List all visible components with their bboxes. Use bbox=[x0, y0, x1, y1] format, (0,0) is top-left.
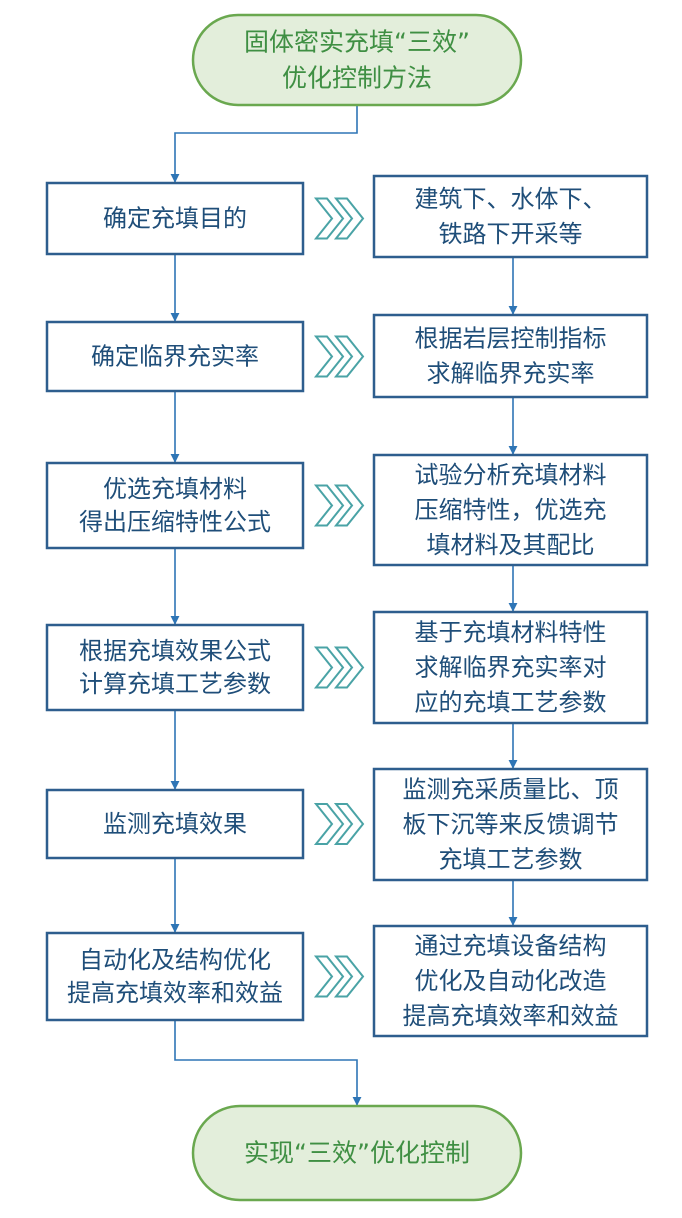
step-box-shape bbox=[45, 788, 305, 860]
step-box-shape bbox=[372, 313, 649, 399]
step-right-text: 建筑下、水体下、 bbox=[415, 185, 607, 213]
step-box-shape bbox=[45, 181, 305, 256]
step-left-text: 监测充填效果 bbox=[103, 810, 247, 838]
step-right-text: 铁路下开采等 bbox=[439, 220, 583, 248]
double-chevron-icon bbox=[313, 955, 365, 998]
step-1-right-box: 建筑下、水体下、铁路下开采等 bbox=[372, 174, 649, 259]
step-right-text: 填材料及其配比 bbox=[427, 531, 595, 559]
step-box-shape bbox=[372, 767, 649, 882]
step-right-text: 监测充采质量比、顶 bbox=[403, 776, 619, 804]
chevron-shape bbox=[333, 803, 365, 845]
double-chevron-icon bbox=[313, 646, 365, 689]
step-box-shape bbox=[372, 174, 649, 259]
step-left-text: 得出压缩特性公式 bbox=[79, 508, 271, 536]
double-chevron-icon bbox=[313, 803, 365, 845]
step-box-shape bbox=[45, 461, 305, 550]
double-chevron-icon bbox=[313, 197, 365, 240]
start-node-text: 固体密实充填“三效” bbox=[244, 28, 470, 57]
step-left-text: 计算充填工艺参数 bbox=[79, 670, 271, 698]
end-node-text: 实现“三效”优化控制 bbox=[244, 1139, 470, 1168]
step-right-text: 求解临界充实率对 bbox=[415, 654, 607, 682]
last-to-end-arrow bbox=[174, 1020, 362, 1106]
double-chevron-icon bbox=[313, 335, 365, 378]
step-right-text: 板下沉等来反馈调节 bbox=[403, 811, 619, 839]
step-left-text: 提高充填效率和效益 bbox=[67, 979, 283, 1007]
step-right-text: 应的充填工艺参数 bbox=[415, 689, 607, 717]
step-box-shape bbox=[45, 931, 305, 1022]
step-left-text: 自动化及结构优化 bbox=[79, 946, 271, 974]
step-left-text: 确定临界充实率 bbox=[91, 343, 259, 371]
step-right-text: 充填工艺参数 bbox=[439, 846, 583, 874]
start-node-text: 优化控制方法 bbox=[282, 64, 432, 93]
step-box-shape bbox=[372, 453, 649, 567]
step-box-shape bbox=[372, 924, 649, 1038]
step-right-text: 试验分析充填材料 bbox=[415, 461, 607, 489]
chevron-shape bbox=[333, 955, 365, 998]
step-left-text: 确定充填目的 bbox=[103, 205, 247, 233]
step-right-text: 优化及自动化改造 bbox=[415, 967, 607, 995]
chevron-shape bbox=[313, 335, 345, 378]
step-right-text: 提高充填效率和效益 bbox=[403, 1002, 619, 1030]
step-box-shape bbox=[372, 610, 649, 725]
step-right-text: 根据岩层控制指标 bbox=[415, 325, 607, 353]
chevron-shape bbox=[333, 484, 365, 527]
step-box-shape bbox=[45, 320, 305, 393]
chevron-shape bbox=[333, 646, 365, 689]
step-right-text: 求解临界充实率 bbox=[427, 360, 595, 388]
chevron-shape bbox=[313, 484, 345, 527]
step-2-left-box: 确定临界充实率 bbox=[45, 320, 305, 393]
chevron-shape bbox=[313, 646, 345, 689]
chevron-shape bbox=[313, 803, 345, 845]
double-chevron-icon bbox=[313, 484, 365, 527]
step-5-left-box: 监测充填效果 bbox=[45, 788, 305, 860]
start-to-first-arrow bbox=[170, 105, 358, 183]
end-node: 实现“三效”优化控制 bbox=[191, 1104, 523, 1202]
chevron-shape bbox=[333, 197, 365, 240]
chevron-shape bbox=[313, 197, 345, 240]
step-left-text: 优选充填材料 bbox=[103, 475, 247, 503]
step-right-text: 基于充填材料特性 bbox=[415, 619, 607, 647]
step-box-shape bbox=[45, 623, 305, 712]
step-right-text: 通过充填设备结构 bbox=[415, 932, 607, 960]
start-terminal-shape bbox=[191, 13, 523, 107]
chevron-shape bbox=[333, 335, 365, 378]
step-1-left-box: 确定充填目的 bbox=[45, 181, 305, 256]
connectors bbox=[170, 105, 518, 1106]
chevron-shape bbox=[313, 955, 345, 998]
start-node: 固体密实充填“三效” 优化控制方法 bbox=[191, 13, 523, 107]
end-terminal-shape bbox=[191, 1104, 523, 1202]
step-left-text: 根据充填效果公式 bbox=[79, 637, 271, 665]
step-right-text: 压缩特性，优选充 bbox=[415, 496, 607, 524]
